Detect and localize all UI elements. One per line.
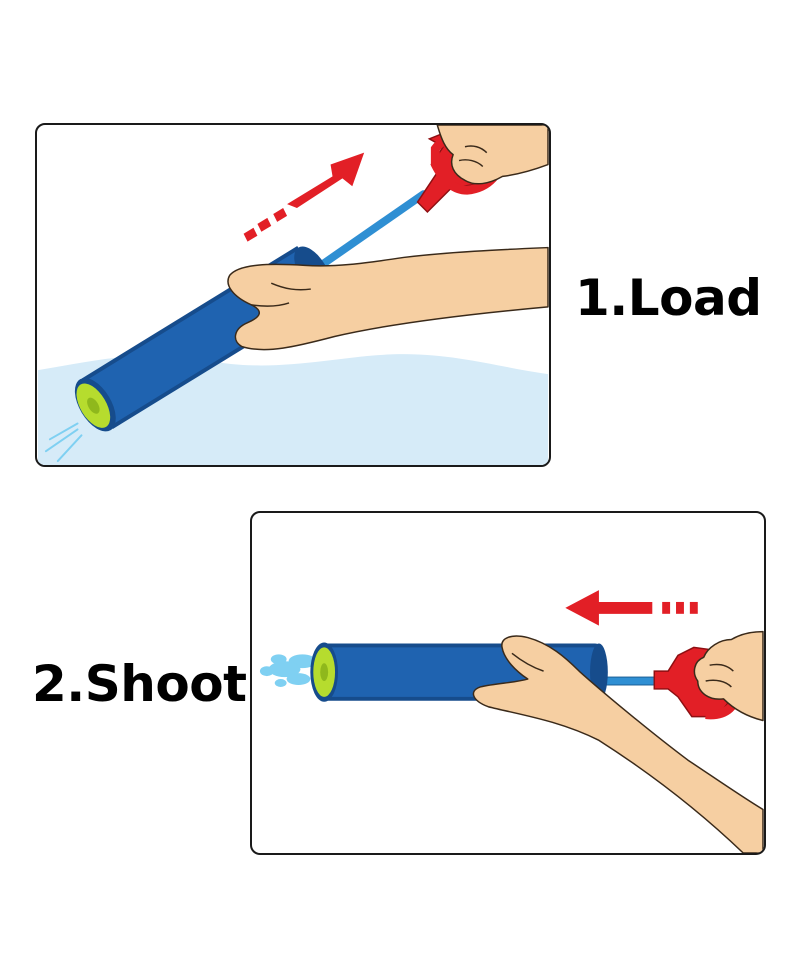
right-hand — [436, 125, 549, 185]
left-hand — [472, 635, 764, 853]
push-arrow-icon — [565, 590, 698, 626]
water-drip-lines — [44, 422, 83, 463]
step-label-shoot: 2.Shoot — [32, 655, 247, 713]
load-step-panel — [35, 123, 551, 467]
pull-arrow-icon — [243, 152, 365, 242]
water-spray — [259, 654, 317, 687]
pump-rod — [312, 190, 428, 273]
nozzle — [310, 642, 338, 702]
step-label-load: 1.Load — [575, 269, 762, 327]
nozzle — [74, 378, 116, 432]
shoot-step-panel — [250, 511, 766, 855]
load-illustration — [38, 125, 549, 465]
shoot-illustration — [259, 590, 764, 853]
pump-rod — [598, 676, 659, 686]
right-hand — [693, 630, 764, 722]
left-hand — [227, 246, 549, 351]
